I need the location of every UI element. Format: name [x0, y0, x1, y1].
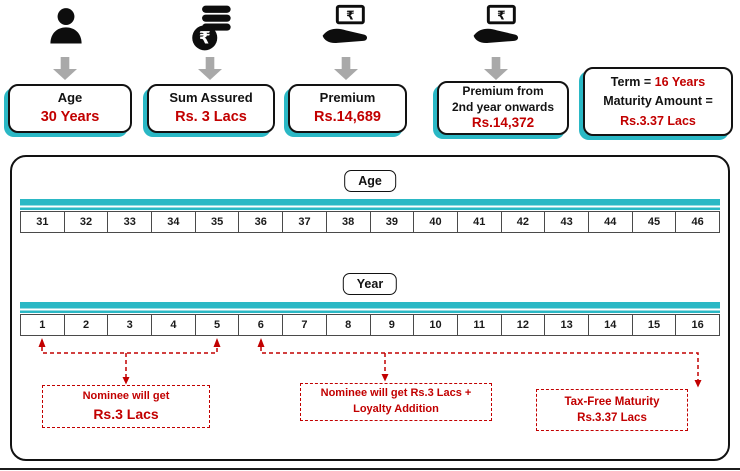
premium-card: Premium Rs.14,689 [288, 84, 407, 133]
age-axis-bar [20, 199, 720, 210]
person-icon [44, 3, 88, 51]
cash-in-hand-icon: ₹ [471, 3, 523, 53]
card-title: Age [57, 90, 83, 106]
year-cell: 13 [545, 314, 589, 336]
nominee-loyalty-callout: Nominee will get Rs.3 Lacs + Loyalty Add… [300, 383, 492, 421]
timeline-connectors [38, 338, 702, 388]
age-cell: 43 [545, 211, 589, 233]
down-arrow-icon [53, 57, 77, 80]
age-cell: 35 [195, 211, 240, 233]
age-cell: 31 [20, 211, 65, 233]
year-cell: 11 [457, 314, 502, 336]
term-value: 16 Years [654, 75, 706, 90]
age-card: Age 30 Years [8, 84, 132, 133]
age-cell: 42 [501, 211, 546, 233]
term-label: Term = [610, 75, 655, 90]
age-cell: 33 [108, 211, 153, 233]
coins-rupee-icon: ₹ [186, 3, 236, 53]
year-cell: 8 [326, 314, 371, 336]
maturity-value: Rs.3.37 Lacs [620, 113, 696, 128]
bottom-divider [0, 468, 740, 470]
card-value: Rs.14,372 [471, 114, 535, 130]
term-line: Term = 16 Years [611, 73, 705, 91]
year-cell: 6 [239, 314, 284, 336]
callout-line1: Nominee will get Rs.3 Lacs + [320, 387, 472, 400]
year-cell: 2 [64, 314, 109, 336]
age-cell: 46 [676, 211, 720, 233]
callout-line2: Rs.3 Lacs [93, 405, 159, 422]
svg-text:₹: ₹ [346, 8, 354, 22]
year-cell: 14 [588, 314, 633, 336]
year-cell: 7 [283, 314, 327, 336]
age-cell: 39 [370, 211, 415, 233]
callout-line2: Loyalty Addition [353, 403, 439, 415]
card-title: Sum Assured [169, 90, 253, 106]
year-cell: 3 [108, 314, 153, 336]
card-value: 30 Years [40, 108, 100, 125]
age-cell: 45 [632, 211, 677, 233]
age-cell: 37 [283, 211, 327, 233]
card-title: Premium from [462, 84, 544, 99]
age-cell: 36 [239, 211, 284, 233]
callout-line1: Nominee will get [82, 390, 170, 403]
year-axis-bar [20, 302, 720, 313]
callout-line1: Tax-Free Maturity [564, 395, 660, 408]
card-value: Rs. 3 Lacs [175, 108, 247, 125]
term-maturity-card: Term = 16 Years Maturity Amount = Rs.3.3… [583, 67, 733, 136]
down-arrow-icon [334, 57, 358, 80]
age-cell: 44 [588, 211, 633, 233]
year-cell: 1 [20, 314, 65, 336]
age-cell: 41 [457, 211, 502, 233]
tax-free-maturity-callout: Tax-Free Maturity Rs.3.37 Lacs [536, 389, 688, 431]
year-cell: 9 [370, 314, 415, 336]
card-title: Premium [319, 90, 376, 106]
card-value: Rs.14,689 [314, 108, 381, 125]
year-pill: Year [342, 273, 398, 295]
year-cell: 10 [414, 314, 458, 336]
card-title-line2: 2nd year onwards [451, 99, 555, 114]
year-cell: 16 [676, 314, 720, 336]
callout-line2: Rs.3.37 Lacs [577, 412, 647, 424]
cash-in-hand-icon: ₹ [320, 3, 372, 53]
year-cell: 12 [501, 314, 546, 336]
sum-assured-card: Sum Assured Rs. 3 Lacs [147, 84, 275, 133]
maturity-label: Maturity Amount = [603, 94, 713, 109]
year-cell: 5 [195, 314, 240, 336]
svg-text:₹: ₹ [199, 28, 211, 48]
down-arrow-icon [484, 57, 508, 80]
svg-text:₹: ₹ [497, 8, 505, 22]
age-cell: 34 [152, 211, 196, 233]
age-pill: Age [344, 170, 396, 192]
age-cell: 40 [414, 211, 458, 233]
year-cell: 15 [632, 314, 677, 336]
age-cell: 38 [326, 211, 371, 233]
year-cell: 4 [152, 314, 196, 336]
age-cell: 32 [64, 211, 109, 233]
nominee-benefit-callout: Nominee will get Rs.3 Lacs [42, 385, 210, 428]
down-arrow-icon [198, 57, 222, 80]
renewal-premium-card: Premium from 2nd year onwards Rs.14,372 [437, 81, 569, 135]
